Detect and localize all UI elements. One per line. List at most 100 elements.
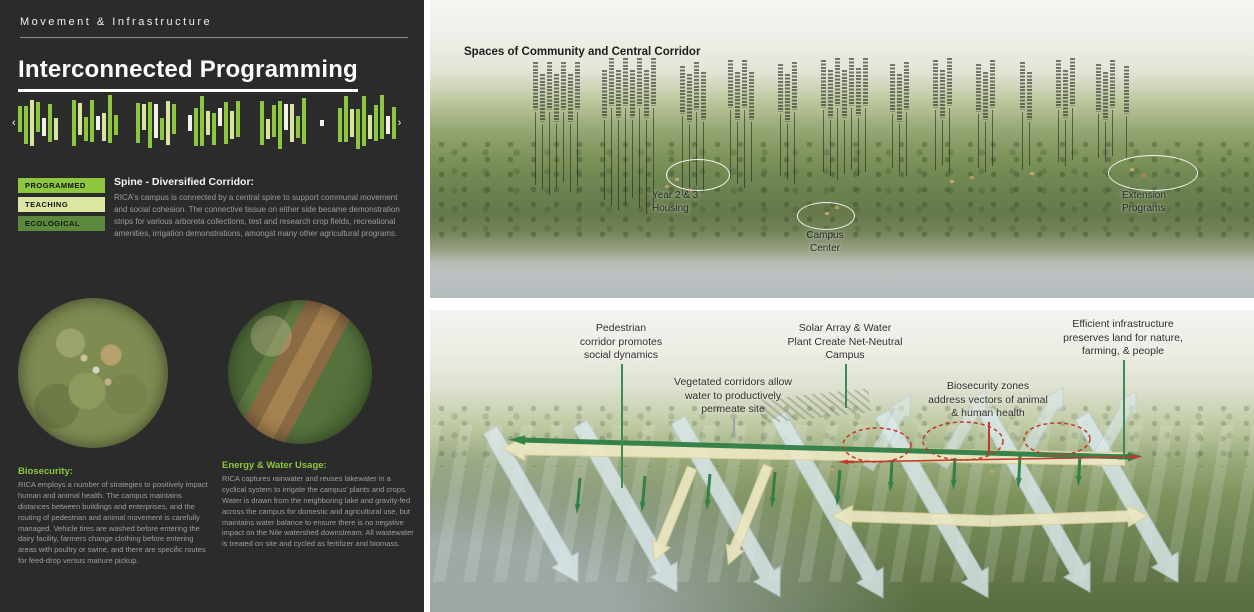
bottom-map: Pedestrian corridor promotes social dyna… xyxy=(430,310,1254,612)
program-callout-line xyxy=(696,112,697,186)
program-callout-label xyxy=(835,58,840,106)
program-bar xyxy=(171,104,176,134)
program-callout-line xyxy=(787,124,788,180)
corridor-double-arrow xyxy=(831,504,991,528)
program-callout-line xyxy=(1112,110,1113,156)
program-callout-label xyxy=(976,64,981,112)
aerial-photo-campus xyxy=(18,298,168,448)
water-flow-arrow xyxy=(1074,411,1179,584)
biosecurity-zone-ellipse xyxy=(842,427,912,463)
corridor-branch-arrow xyxy=(725,463,774,566)
water-flow-arrow xyxy=(670,415,781,598)
program-callout-label xyxy=(749,72,754,120)
program-callout-label xyxy=(904,62,909,110)
bar-gap xyxy=(120,123,134,124)
program-callout-label xyxy=(990,60,995,108)
program-callout-label xyxy=(623,58,628,106)
program-callout-label xyxy=(687,74,692,122)
program-callout-line xyxy=(737,122,738,184)
program-callout-label xyxy=(849,58,854,106)
program-callout-label xyxy=(547,62,552,110)
program-callout-label xyxy=(561,62,566,110)
spine-text-block: Spine - Diversified Corridor: RICA's cam… xyxy=(114,176,404,240)
program-bar xyxy=(373,105,378,141)
program-callout-line xyxy=(549,112,550,195)
chevron-left-icon: ‹ xyxy=(12,116,16,129)
program-callout-line xyxy=(949,108,950,172)
program-bar xyxy=(95,116,100,130)
program-callout-line xyxy=(942,120,943,166)
program-callout-label xyxy=(785,74,790,122)
program-callout-label xyxy=(609,58,614,106)
extension-programs-ellipse xyxy=(1108,155,1198,191)
program-callout-label xyxy=(940,70,945,118)
program-callout-label xyxy=(735,72,740,120)
bar-gap xyxy=(326,123,336,124)
program-callout-line xyxy=(563,112,564,182)
program-bar xyxy=(187,115,192,131)
program-callout-label xyxy=(1056,60,1061,108)
leader-line-pedestrian xyxy=(621,364,623,488)
top-map-title: Spaces of Community and Central Corridor xyxy=(464,45,701,58)
program-callout-line xyxy=(570,124,571,192)
program-callout-label xyxy=(644,70,649,118)
spine-branch-arrow xyxy=(951,457,957,490)
program-callout-line xyxy=(744,110,745,188)
program-callout-label xyxy=(680,66,685,114)
program-bar xyxy=(23,106,28,144)
spine-branch-arrow xyxy=(1076,453,1082,486)
program-callout-line xyxy=(632,120,633,198)
program-callout-label xyxy=(821,60,826,108)
program-callout-line xyxy=(794,112,795,184)
corridor-branch-arrow xyxy=(651,465,698,562)
program-bar xyxy=(271,105,276,137)
program-callout-label xyxy=(1070,58,1075,106)
program-callout-label xyxy=(728,60,733,108)
program-callout-label xyxy=(792,62,797,110)
biosecurity-zone-ellipse xyxy=(1023,422,1091,456)
program-callout-label xyxy=(1063,70,1068,118)
program-bar xyxy=(159,118,164,140)
section-eyebrow: Movement & Infrastructure xyxy=(20,16,408,38)
page-title: Interconnected Programming xyxy=(18,56,358,93)
biosecurity-body: RICA employs a number of strategies to p… xyxy=(18,480,208,566)
program-callout-line xyxy=(823,110,824,172)
program-bar xyxy=(343,96,348,142)
program-callout-label xyxy=(856,68,861,116)
left-panel: Movement & Infrastructure Interconnected… xyxy=(0,0,424,612)
program-bar xyxy=(361,96,366,146)
program-callout-line xyxy=(899,124,900,172)
program-callout-line xyxy=(780,114,781,176)
spine-branch-arrow xyxy=(888,459,894,492)
program-callout-line xyxy=(611,108,612,206)
program-callout-label xyxy=(701,72,706,120)
program-callout-line xyxy=(1029,122,1030,166)
program-callout-line xyxy=(978,114,979,168)
program-bar xyxy=(89,100,94,142)
program-bar xyxy=(147,102,152,148)
spine-branch-arrow xyxy=(574,477,582,514)
program-callout-label xyxy=(694,62,699,110)
annotation-pedestrian: Pedestrian corridor promotes social dyna… xyxy=(579,322,663,362)
spine-arrow xyxy=(509,435,1131,460)
program-callout-label xyxy=(983,72,988,120)
aerial-photo-road xyxy=(228,300,372,444)
program-bar xyxy=(229,111,234,139)
program-callout-line xyxy=(837,108,838,180)
legend-item-teaching: TEACHING xyxy=(18,197,105,212)
building-dots xyxy=(430,0,434,3)
program-callout-label xyxy=(842,70,847,118)
program-callout-line xyxy=(906,112,907,176)
annotation-biosecurity: Biosecurity zones address vectors of ani… xyxy=(928,380,1048,420)
program-callout-line xyxy=(556,124,557,188)
program-callout-line xyxy=(577,112,578,186)
program-bar xyxy=(385,116,390,134)
program-callout-label xyxy=(651,58,656,106)
program-bar xyxy=(153,104,158,138)
bar-gap xyxy=(308,123,318,124)
biosecurity-block: Biosecurity: RICA employs a number of st… xyxy=(18,466,208,567)
program-bar xyxy=(337,108,342,142)
program-callout-label xyxy=(890,64,895,112)
program-callout-line xyxy=(653,108,654,206)
